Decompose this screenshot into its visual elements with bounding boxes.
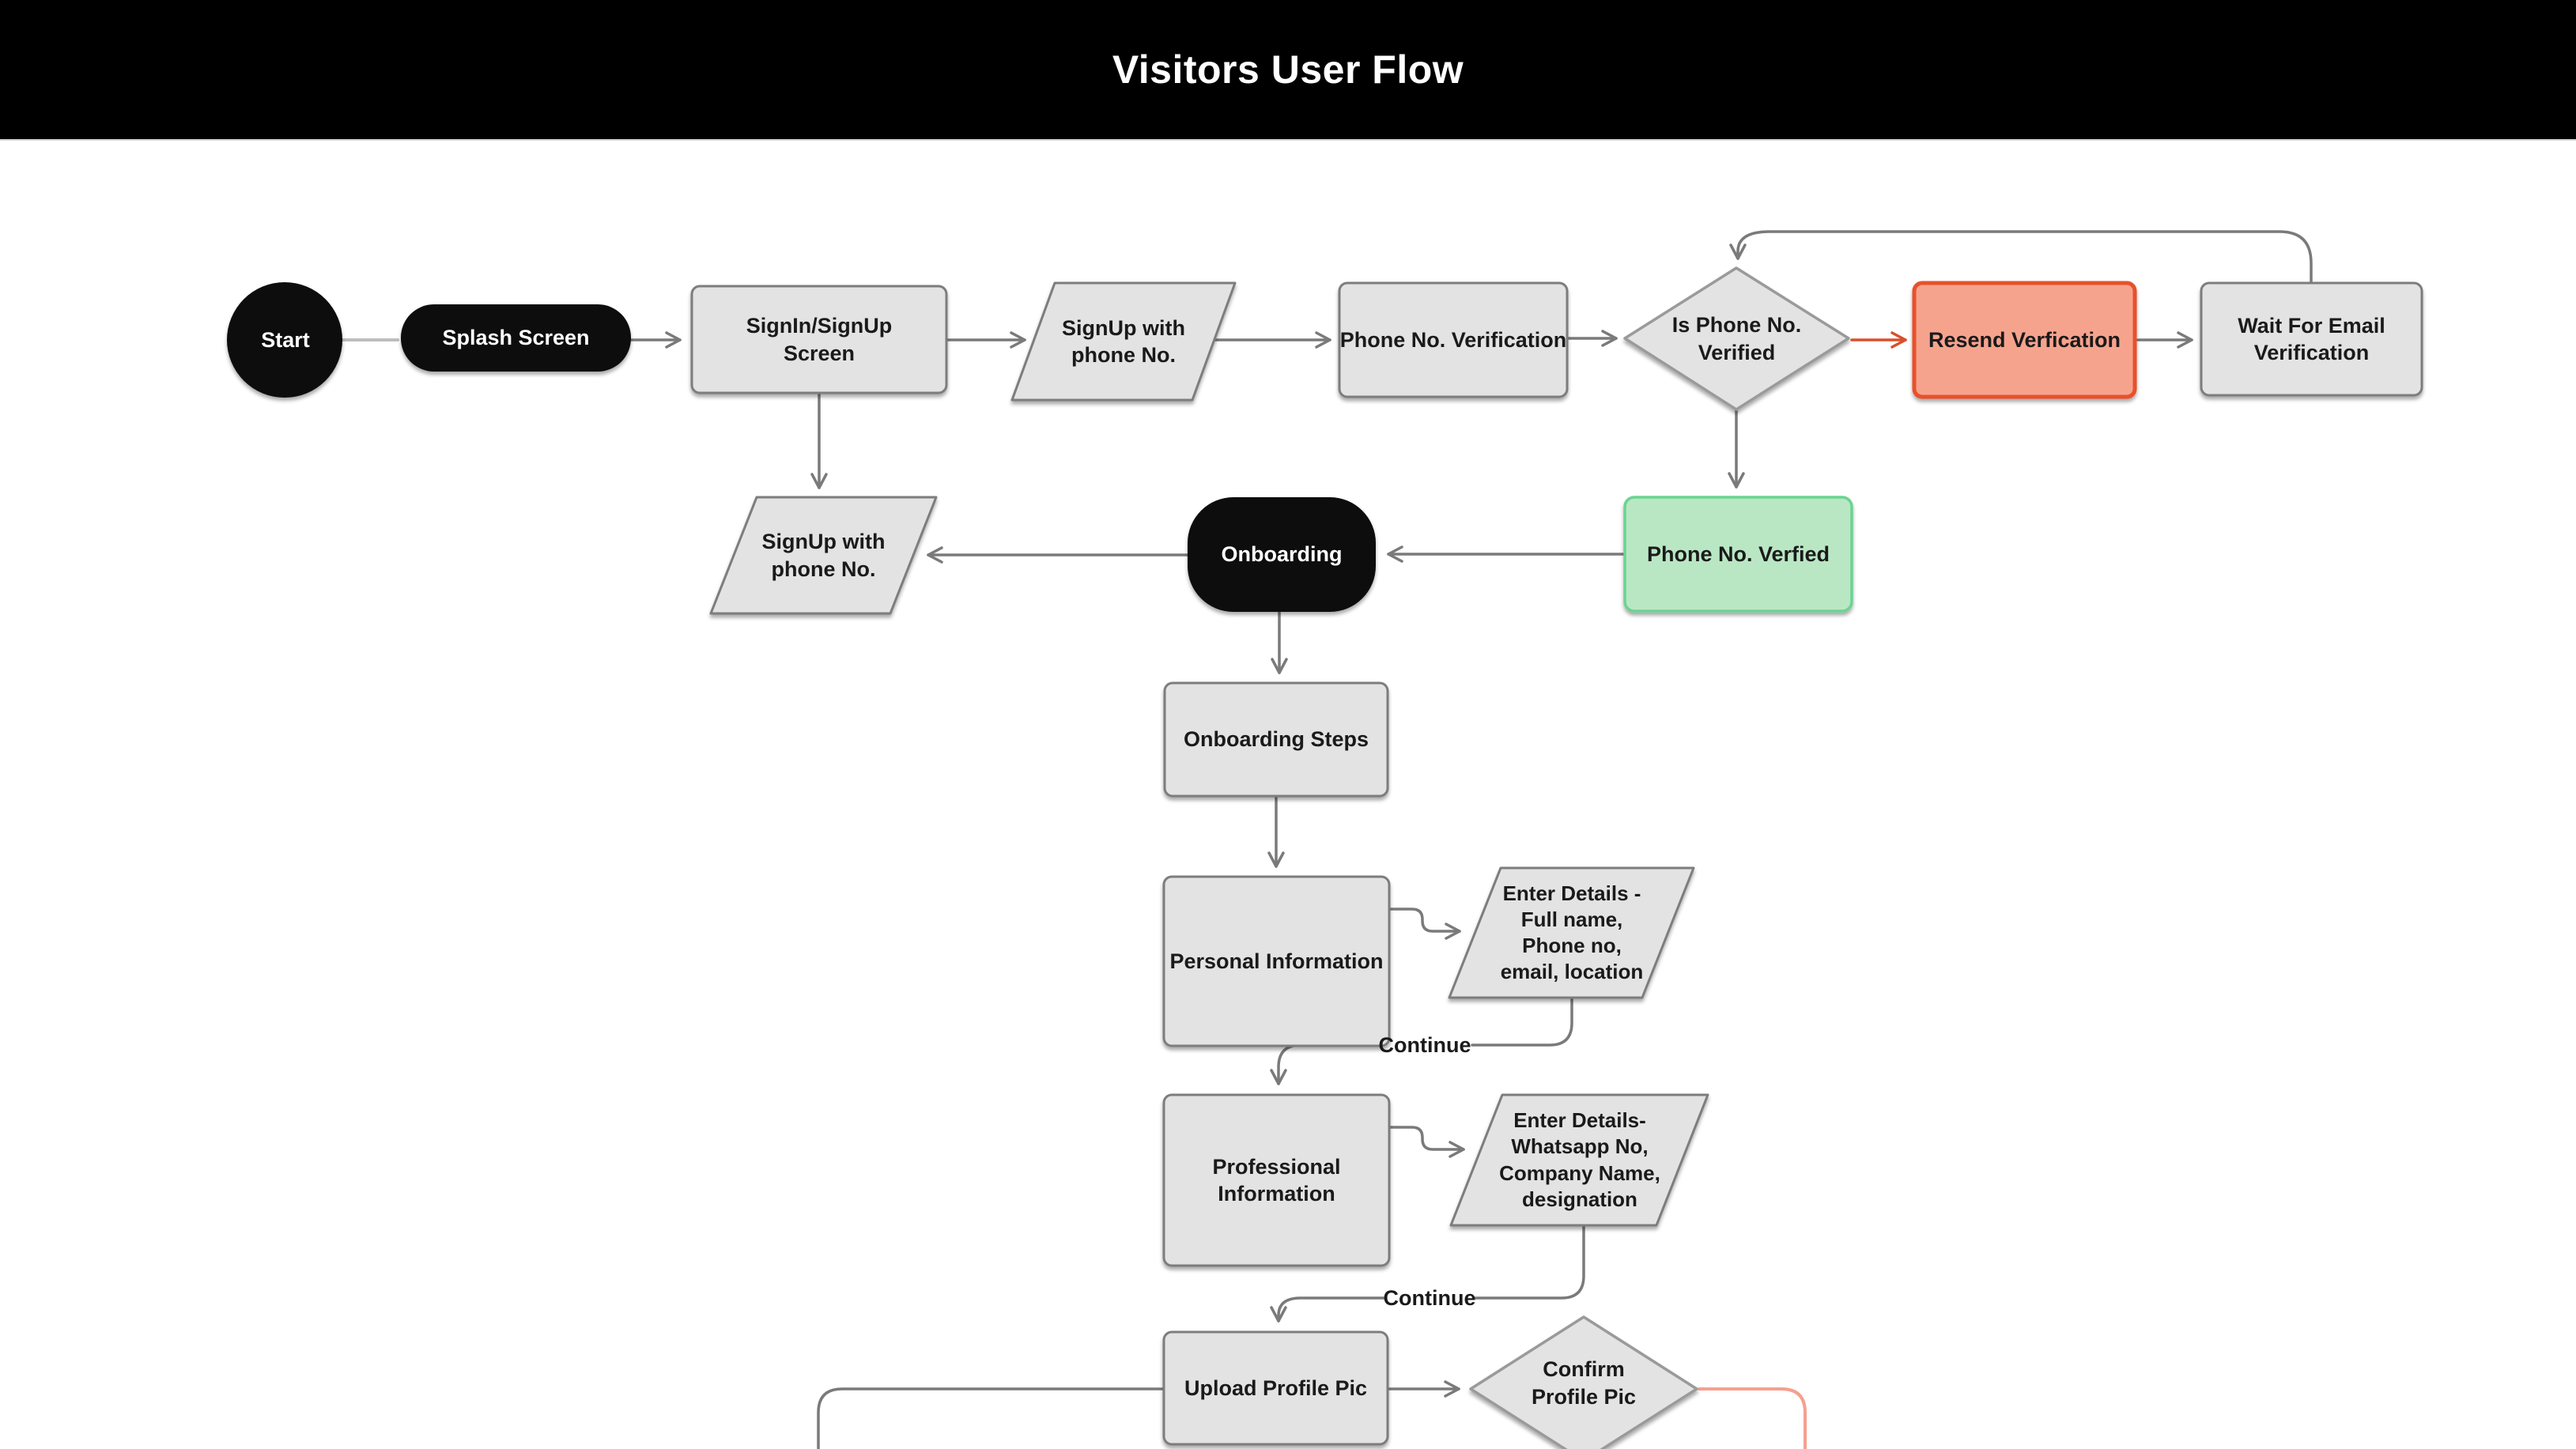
edge-loopback-to-upload: [817, 1387, 1165, 1449]
edge-details2-to-continue2: [1474, 1224, 1585, 1300]
continue-edge-label-2: Continue: [1383, 1285, 1476, 1310]
is-phone-verified-decision[interactable]: [1623, 266, 1850, 411]
personal-information-node[interactable]: [1162, 875, 1391, 1047]
start-node[interactable]: [227, 282, 342, 398]
enter-details-1-node[interactable]: [1448, 866, 1695, 999]
onboarding-steps-node[interactable]: [1163, 681, 1389, 798]
phone-verified-node[interactable]: [1623, 496, 1853, 613]
title-bar: Visitors User Flow: [0, 0, 2576, 141]
signin-signup-node[interactable]: [690, 285, 948, 394]
confirm-profile-pic-decision[interactable]: [1469, 1315, 1698, 1449]
splash-screen-node[interactable]: [401, 304, 631, 372]
edge-continue2-to-upload: [1270, 1296, 1385, 1323]
edge-confirm-reject: [1698, 1387, 1807, 1449]
onboarding-node[interactable]: [1188, 497, 1376, 612]
enter-details-2-node[interactable]: [1449, 1093, 1709, 1227]
edge-personal-to-details1: [1388, 908, 1461, 940]
edge-wait-loop-to-decision: [1729, 230, 2313, 285]
phone-verification-node[interactable]: [1338, 281, 1569, 398]
signup-phone-node-1[interactable]: [1010, 281, 1237, 402]
edge-details1-to-continue1: [1471, 996, 1573, 1047]
signup-phone-node-2[interactable]: [709, 496, 938, 615]
professional-information-node[interactable]: [1162, 1093, 1391, 1267]
page-title: Visitors User Flow: [1112, 47, 1464, 92]
continue-edge-label-1: Continue: [1378, 1032, 1471, 1057]
upload-profile-pic-node[interactable]: [1162, 1330, 1389, 1446]
resend-verification-node[interactable]: [1912, 281, 2137, 399]
wait-email-verification-node[interactable]: [2200, 281, 2423, 397]
edge-professional-to-details2: [1388, 1126, 1465, 1158]
